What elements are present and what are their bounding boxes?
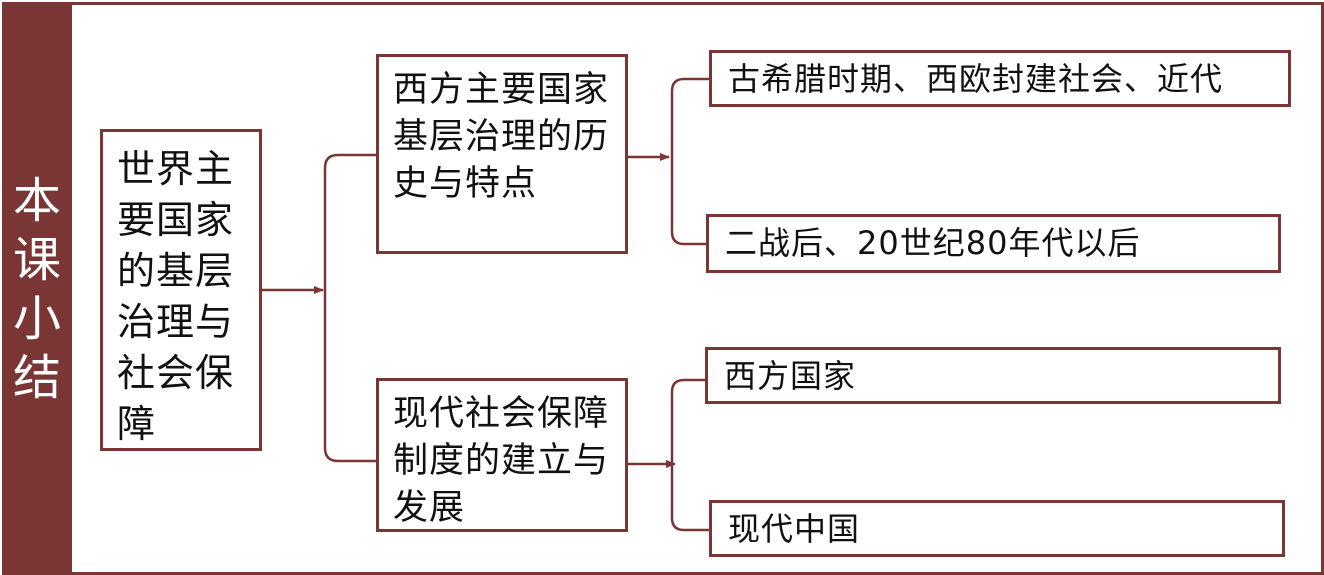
branch-box-history: 西方主要国家基层治理的历史与特点 — [376, 54, 628, 254]
root-box: 世界主要国家的基层治理与社会保障 — [100, 129, 262, 451]
side-tab-label: 本课小结 — [12, 173, 61, 406]
branch-box-social-security: 现代社会保障制度的建立与发展 — [376, 378, 628, 532]
leaf-label-western-countries: 西方国家 — [724, 357, 857, 395]
leaf-box-modern-china: 现代中国 — [709, 500, 1285, 557]
leaf-box-postwar: 二战后、20世纪80年代以后 — [706, 214, 1281, 273]
branch-label-social-security: 现代社会保障制度的建立与发展 — [393, 394, 610, 528]
leaf-label-ancient-to-modern: 古希腊时期、西欧封建社会、近代 — [728, 60, 1224, 98]
branch-label-history: 西方主要国家基层治理的历史与特点 — [393, 70, 610, 204]
leaf-label-modern-china: 现代中国 — [728, 510, 861, 548]
side-tab: 本课小结 — [2, 2, 72, 575]
leaf-box-western-countries: 西方国家 — [705, 347, 1281, 404]
root-label: 世界主要国家的基层治理与社会保障 — [117, 147, 235, 446]
leaf-box-ancient-to-modern: 古希腊时期、西欧封建社会、近代 — [709, 50, 1291, 107]
leaf-label-postwar: 二战后、20世纪80年代以后 — [725, 224, 1141, 262]
